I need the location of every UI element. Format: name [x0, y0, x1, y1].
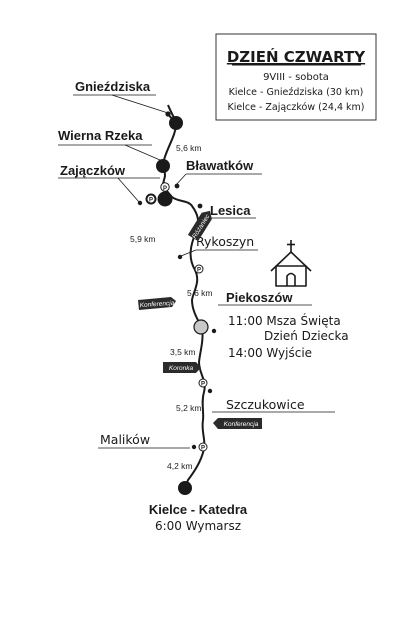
stop-kielce	[178, 481, 192, 495]
day-title: DZIEŃ CZWARTY	[227, 47, 366, 66]
leader-zajaczkow	[117, 177, 140, 203]
label-zajaczkow: Zajączków	[60, 163, 126, 178]
distance-rykoszyn-piekoszow: 5,6 km	[187, 288, 213, 298]
p-marker-rykoszyn: P	[194, 264, 204, 274]
schedule-mass-name: Dzień Dziecka	[264, 329, 349, 343]
p-marker-szczukowice: P	[198, 378, 208, 388]
schedule-mass-time: 11:00 Msza Święta	[228, 313, 341, 328]
route-line	[161, 104, 206, 489]
svg-text:Konferencja: Konferencja	[224, 421, 259, 428]
stop-gniezdziska	[169, 116, 183, 130]
schedule-start: 6:00 Wymarsz	[155, 519, 241, 533]
distance-lesica-rykoszyn: 5,9 km	[130, 234, 156, 244]
badge-konferencja-1: Konferencja	[138, 297, 176, 310]
route-short: Kielce - Zajączków (24,4 km)	[228, 102, 365, 113]
svg-text:P: P	[201, 382, 205, 388]
svg-text:P: P	[163, 186, 167, 192]
stop-szczukowice-small	[207, 388, 213, 394]
route-long: Kielce - Gnieździska (30 km)	[229, 87, 364, 98]
svg-text:Konferencja: Konferencja	[139, 300, 174, 309]
schedule-departure: 14:00 Wyjście	[228, 346, 312, 360]
stop-lesica	[157, 191, 173, 207]
label-gniezdziska: Gnieździska	[75, 79, 151, 94]
badge-koronka: Koronka	[163, 362, 201, 373]
label-kielce: Kielce - Katedra	[149, 502, 248, 517]
badge-konferencja-2: Konferencja	[213, 418, 262, 429]
label-rykoszyn: Rykoszyn	[196, 234, 254, 249]
info-box: DZIEŃ CZWARTY 9VIII - sobota Kielce - Gn…	[215, 33, 377, 121]
leader-wierna-rzeka	[124, 144, 161, 161]
distance-szczukowice-malikow: 5,2 km	[176, 403, 202, 413]
distance-piekoszow-szczukowice: 3,5 km	[170, 347, 196, 357]
label-malikow: Malików	[100, 432, 150, 447]
label-blawatkow: Bławatków	[186, 158, 254, 173]
leader-rykoszyn	[180, 249, 197, 257]
distance-malikow-kielce: 4,2 km	[167, 461, 193, 471]
leader-gniezdziska	[111, 94, 169, 114]
day-date: 9VIII - sobota	[263, 72, 329, 83]
svg-text:P: P	[197, 268, 201, 274]
label-szczukowice: Szczukowice	[226, 397, 305, 412]
stop-malikow-small	[191, 444, 197, 450]
stop-lesica-small	[197, 203, 203, 209]
label-lesica: Lesica	[210, 203, 251, 218]
svg-text:P: P	[201, 446, 205, 452]
stop-piekoszow-small	[211, 328, 217, 334]
stop-piekoszow	[193, 319, 209, 335]
label-piekoszow: Piekoszów	[226, 290, 293, 305]
distance-gniezdziska-wierna: 5,6 km	[176, 143, 202, 153]
church-icon	[270, 240, 312, 287]
p-marker-malikow: P	[198, 442, 208, 452]
p-marker-zajaczkow: P	[146, 194, 156, 204]
label-wierna-rzeka: Wierna Rzeka	[58, 128, 143, 143]
stop-wierna-rzeka	[156, 159, 170, 173]
p-marker-blawatkow: P	[160, 182, 170, 192]
svg-text:P: P	[149, 198, 153, 204]
leader-blawatkow	[175, 173, 187, 186]
svg-text:Koronka: Koronka	[169, 365, 194, 372]
